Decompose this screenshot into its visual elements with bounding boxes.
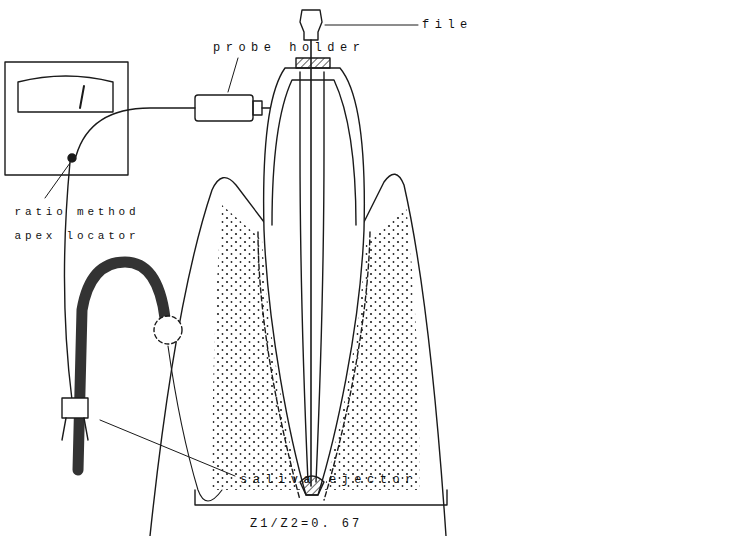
apex-locator-box — [5, 62, 128, 175]
periodontal-ligament — [258, 232, 370, 500]
file-shaft — [310, 40, 312, 486]
enamel-line — [272, 80, 356, 225]
jack — [68, 154, 76, 162]
clip — [62, 398, 88, 418]
leader-line — [228, 58, 238, 92]
file-handle — [300, 10, 322, 40]
leader-line — [100, 420, 235, 476]
leader-line — [325, 25, 418, 26]
part-label: ratio method apex locator — [2, 200, 152, 248]
part-label: saliva ejector — [240, 468, 480, 492]
meter-window — [18, 76, 113, 112]
wire — [76, 108, 195, 156]
probe-holder — [195, 95, 253, 121]
part-label: file — [422, 13, 502, 37]
bracket — [195, 490, 447, 505]
lip-outline — [168, 346, 222, 501]
ejector-tip — [154, 316, 182, 344]
tooth — [264, 68, 365, 495]
part-label: probe holder — [213, 36, 413, 60]
root-canal — [300, 72, 324, 482]
probe-holder-tip — [253, 101, 262, 115]
wire — [64, 162, 72, 400]
leader-line — [45, 163, 70, 198]
temporary-seal — [296, 58, 330, 68]
meter-needle — [80, 86, 84, 108]
ratio-value: Z1/Z2=0. 67 — [250, 512, 410, 536]
saliva-ejector — [78, 262, 165, 470]
clip-jaws — [62, 418, 88, 440]
